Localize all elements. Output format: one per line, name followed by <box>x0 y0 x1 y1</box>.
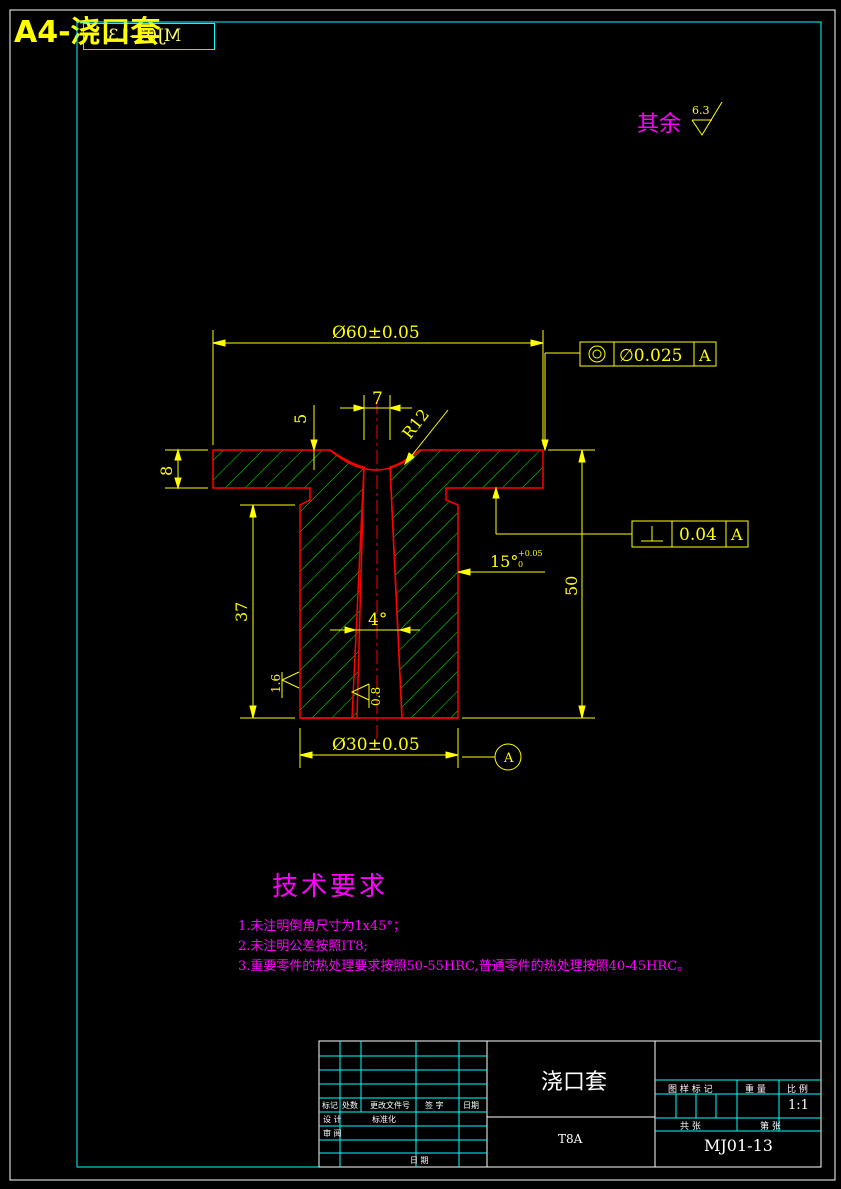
dim-sprue-width: 7 <box>372 389 383 409</box>
roughness-note-text: 其余 <box>637 112 682 137</box>
gdt-perpendicularity-value: 0.04 <box>679 525 717 545</box>
dim-angle: 4° <box>368 610 387 630</box>
tech-requirement-1: 1.未注明倒角尺寸为1x45°； <box>238 919 407 934</box>
tb-label-date2: 日 期 <box>410 1156 429 1165</box>
dim-top-diameter: Ø60±0.05 <box>332 323 420 343</box>
datum-marker-label: A <box>503 751 514 766</box>
dim-total-height: 50 <box>562 576 581 596</box>
bore-right <box>389 466 403 719</box>
roughness-mark-inner: 0.8 <box>350 683 383 708</box>
bore-left <box>351 466 365 719</box>
title-block-part-name: 浇口套 <box>541 1070 608 1095</box>
sheet-tag-box <box>83 23 215 50</box>
tech-requirements-title: 技术要求 <box>272 872 389 902</box>
roughness-symbol-general: 6.3 <box>691 101 723 136</box>
part-section <box>212 400 544 740</box>
datum-marker: A <box>462 743 522 771</box>
roughness-note: 其余 <box>637 106 681 138</box>
tb-label-standard: 标准化 <box>372 1115 396 1124</box>
tb-label-sign: 签 字 <box>425 1101 444 1110</box>
tb-label-mark: 标记 <box>322 1101 338 1110</box>
roughness-mark-outer: 1.6 <box>269 671 300 698</box>
title-block-scale-value: 1:1 <box>788 1098 809 1113</box>
gdt-concentricity-value: ∅0.025 <box>619 346 682 366</box>
title-block-sheet-label: 第 张 <box>760 1122 781 1132</box>
gdt-concentricity: ∅0.025 A <box>541 341 717 452</box>
dim-bottom-diameter: Ø30±0.05 <box>332 735 420 755</box>
dim-tol-plus: +0.05 <box>518 549 543 558</box>
right-section <box>389 449 544 719</box>
title-block-weight-label: 重 量 <box>745 1085 766 1095</box>
tb-label-doc: 更改文件号 <box>370 1101 410 1110</box>
gdt-perpendicularity-datum: A <box>730 525 743 544</box>
outer-frame <box>9 9 836 1181</box>
roughness-outer-value: 1.6 <box>269 674 283 693</box>
dim-radius: R12 <box>398 405 433 442</box>
tb-label-review: 审 阅 <box>323 1129 342 1138</box>
tech-requirement-3: 3.重要零件的热处理要求按照50-55HRC,普通零件的热处理按照40-45HR… <box>238 959 691 974</box>
left-section <box>212 449 365 719</box>
title-block <box>318 1040 822 1168</box>
title-block-stage-label: 图 样 标 记 <box>668 1085 713 1095</box>
dim-depth: 5 <box>291 414 310 424</box>
title-block-scale-label: 比 例 <box>787 1085 808 1095</box>
tb-label-count: 处数 <box>342 1101 358 1110</box>
dim-body-height: 37 <box>232 602 251 622</box>
tech-requirement-2: 2.未注明公差按照IT8; <box>238 939 368 954</box>
dim-flange-thickness: 8 <box>157 466 176 476</box>
roughness-general-value: 6.3 <box>692 104 710 117</box>
tb-label-date: 日期 <box>463 1101 479 1110</box>
roughness-inner-value: 0.8 <box>369 687 383 706</box>
title-block-sheets-label: 共 张 <box>680 1122 701 1132</box>
title-block-drawing-number: MJ01-13 <box>704 1136 773 1155</box>
dim-tol-zero: 0 <box>518 560 523 569</box>
gdt-concentricity-datum: A <box>698 346 711 365</box>
title-block-material: T8A <box>558 1132 583 1146</box>
tb-label-design: 设 计 <box>323 1115 342 1124</box>
dim-chamfer-angle: 15° <box>490 552 518 571</box>
gdt-perpendicularity: 0.04 A <box>492 486 749 548</box>
